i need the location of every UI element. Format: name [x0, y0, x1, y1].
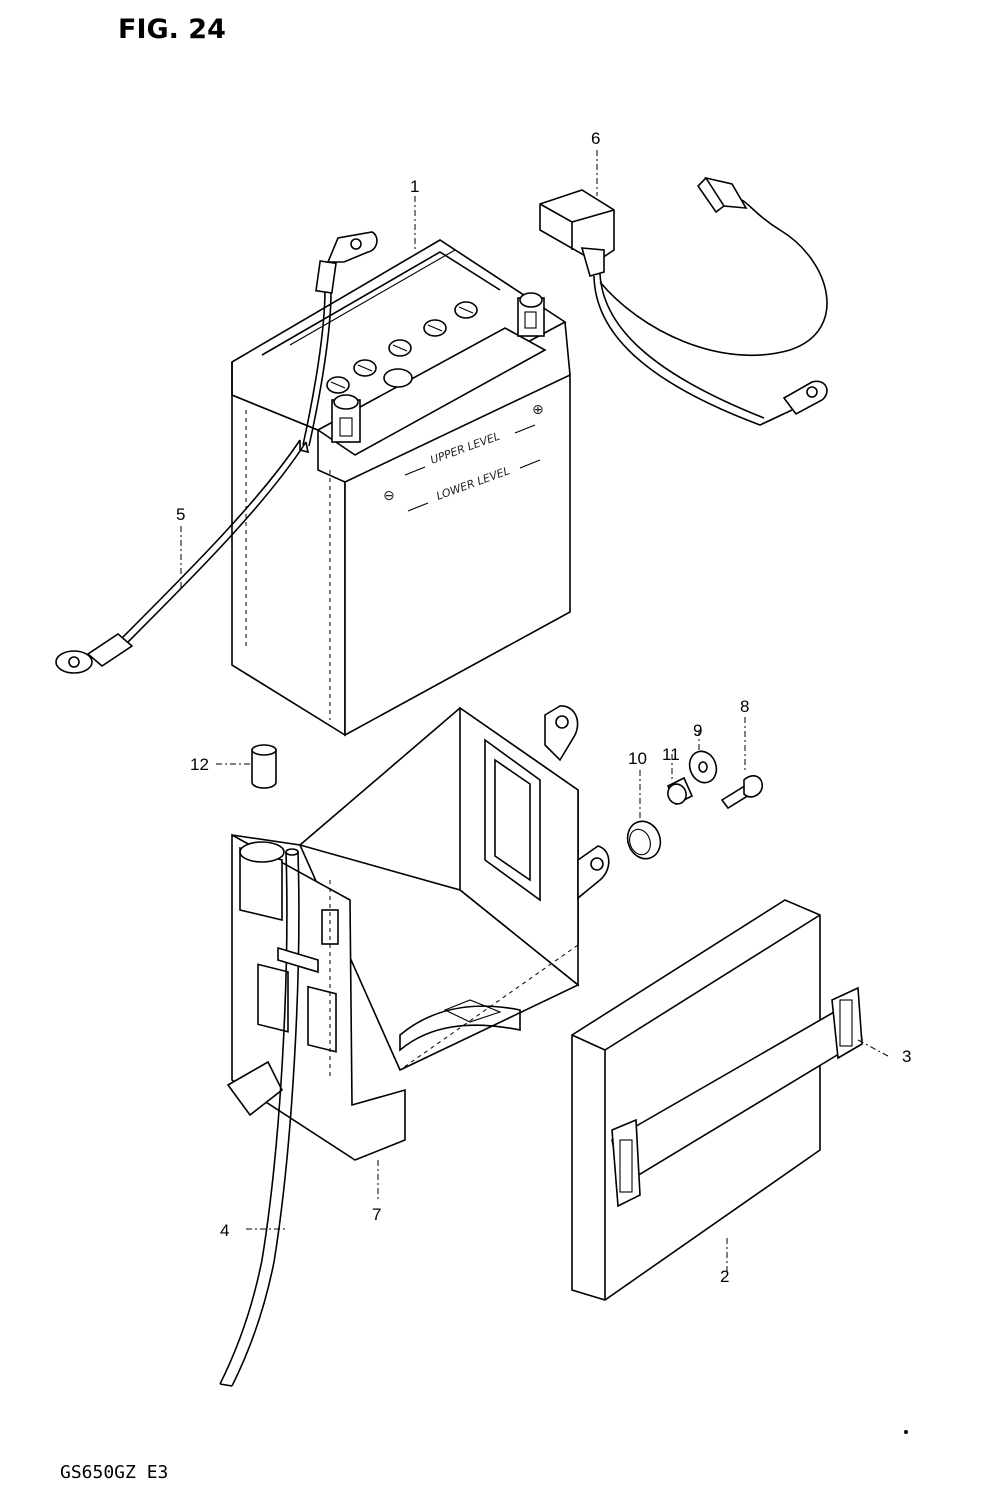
callout-11: 11 — [662, 745, 680, 764]
breather-tube — [219, 848, 319, 1387]
callout-8: 8 — [740, 697, 749, 716]
minus-symbol: ⊖ — [383, 488, 395, 504]
callout-leaders — [180, 150, 889, 1272]
plus-symbol: ⊕ — [532, 402, 544, 418]
battery-case — [226, 705, 610, 1161]
callout-7: 7 — [372, 1205, 381, 1224]
cell-caps — [326, 301, 478, 394]
callout-9: 9 — [693, 721, 702, 740]
callout-2: 2 — [720, 1267, 729, 1286]
callout-10: 10 — [628, 749, 647, 768]
callout-labels: 1 2 3 4 5 6 7 8 9 10 11 12 — [176, 129, 911, 1286]
callout-3: 3 — [902, 1047, 911, 1066]
callout-4: 4 — [220, 1221, 229, 1240]
spacer-collar — [666, 776, 694, 806]
battery-band — [611, 986, 863, 1208]
callout-12: 12 — [190, 755, 209, 774]
tube-cap — [251, 744, 277, 789]
battery-negative-cable — [55, 231, 378, 674]
positive-terminal — [517, 292, 545, 337]
figure-title: FIG. 24 — [118, 14, 226, 45]
rubber-cushion — [626, 820, 662, 860]
callout-6: 6 — [591, 129, 600, 148]
model-code-label: GS650GZ E3 — [60, 1462, 169, 1483]
dot-mark — [904, 1430, 908, 1434]
negative-terminal — [331, 394, 361, 443]
callout-5: 5 — [176, 505, 185, 524]
bolt — [720, 775, 763, 810]
battery: UPPER LEVEL LOWER LEVEL ⊖ ⊕ — [231, 239, 571, 737]
vent-plug — [383, 368, 413, 388]
callout-1: 1 — [410, 177, 419, 196]
washer — [688, 750, 718, 784]
battery-positive-cable — [539, 176, 828, 426]
